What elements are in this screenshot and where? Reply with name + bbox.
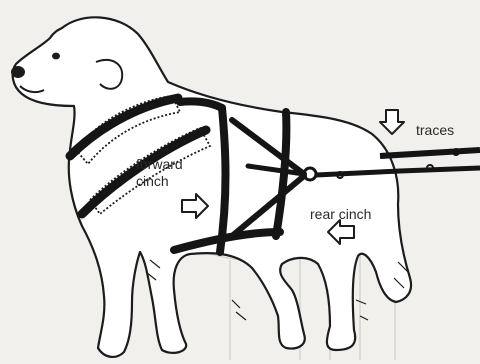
hollow-arrow-icon	[380, 110, 404, 134]
eye	[53, 54, 59, 59]
traces-label: traces	[416, 122, 454, 139]
forward-cinch-label: forward cinch	[136, 156, 183, 190]
trace-upper	[380, 150, 480, 156]
rear-cinch-label: rear cinch	[310, 206, 371, 223]
dog-outline	[13, 17, 411, 357]
nose	[12, 67, 24, 77]
